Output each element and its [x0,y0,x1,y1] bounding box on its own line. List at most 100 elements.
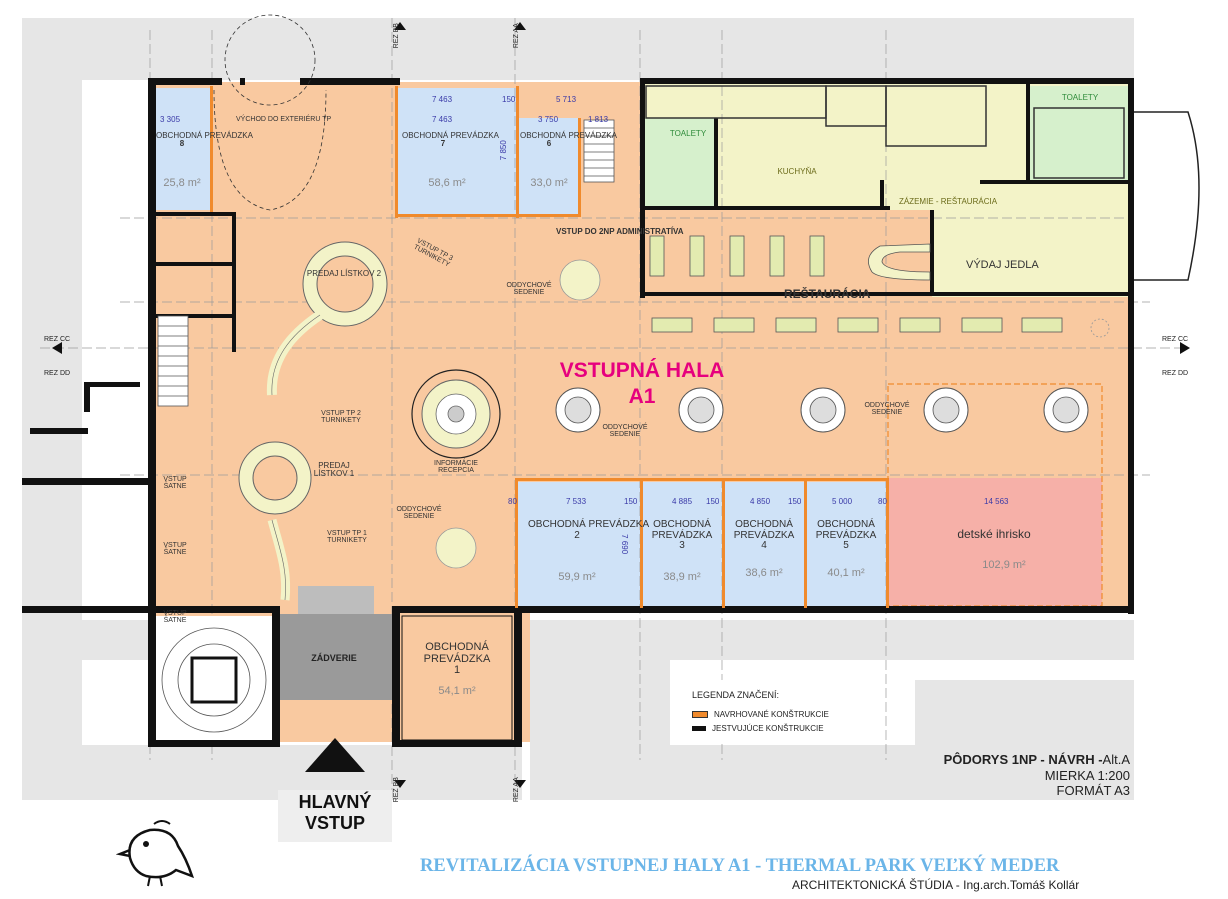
restaurant-tables [649,235,1063,333]
tickets1-label: PREDAJ LÍSTKOV 1 [313,461,355,479]
ticket-desk-2 [266,241,388,396]
turnstiles2-label: VSTUP TP 2 TURNIKETY [321,410,361,425]
turnstiles1-label: VSTUP TP 1 TURNIKETY [327,530,367,545]
shop6-area-label: 33,0 m² [530,177,568,189]
planters [555,387,1089,433]
corvinus-logo-icon [116,820,195,887]
cloak-label-3: VSTUP ŠATNE [163,610,187,625]
kitchen-partitions [645,85,1125,179]
dim-150-b: 150 [624,497,638,506]
legend-existing-swatch [692,726,706,731]
dim-150-d: 150 [788,497,802,506]
shop4-area-label: 38,6 m² [745,567,783,579]
serving-counter [868,243,931,281]
seating-label-4: ODDYCHOVÉ SEDENIE [396,506,442,521]
shop7-dim2: 7 463 [432,115,453,124]
shop3-dim: 4 885 [672,497,693,506]
vestibule-canopy [298,586,374,614]
legend-existing: JESTVUJÚCE KONŠTRUKCIE [692,724,824,733]
shop7-area-label: 58,6 m² [428,177,466,189]
dim-80-a: 80 [508,497,517,506]
cloak-label-2: VSTUP ŠATNE [163,542,187,557]
shop3-area [642,482,722,606]
section-dd-left: REZ DD [44,370,71,377]
toilets-left-area [642,118,714,210]
seating-label-1: ODDYCHOVÉ SEDENIE [506,282,552,297]
glazed-bay [1134,111,1200,281]
playground-area-label: 102,9 m² [982,559,1026,571]
shop7-dim: 7 463 [432,95,453,104]
restaurant-label: REŠTAURÁCIA [784,287,871,301]
legend-title: LEGENDA ZNAČENÍ: [692,690,780,700]
exterior-bottom-right [915,680,1134,800]
vestibule-area [278,614,392,700]
shop2-area [518,482,640,606]
exterior-top [22,18,1134,80]
toilets-right-area [1030,86,1128,181]
seating-label-2: ODDYCHOVÉ SEDENIE [602,424,648,439]
shop5-dim: 5 000 [832,497,853,506]
exterior-white [82,80,148,380]
main-entry-arrow [305,738,365,772]
staircase-2np [583,119,615,183]
hall-title: VSTUPNÁ HALA [559,359,725,382]
section-dd-right: REZ DD [1162,370,1189,377]
playground-area [888,478,1102,606]
cloak-label-1: VSTUP ŠATNE [163,476,187,491]
ticket-desk-1 [238,441,312,601]
dim-150-a: 150 [502,95,516,104]
shop6-dim2: 3 750 [538,115,559,124]
shop6-area [518,118,578,216]
exit-arc [213,14,327,211]
back-office-label: ZÁZEMIE - REŠTAURÁCIA [898,197,998,206]
shop4-area [724,482,804,606]
playground-label: detské ihrisko [957,527,1031,541]
shop2-dim: 7 533 [566,497,587,506]
exterior-left [22,80,82,800]
vestibule-label: ZÁDVERIE [311,653,357,663]
shop6-dim: 5 713 [556,95,577,104]
exterior-bottom-right2 [670,745,915,800]
dim-80-b: 80 [878,497,887,506]
shop2-area-label: 59,9 m² [558,571,596,583]
shop4-dim: 4 850 [750,497,771,506]
shop1-area [401,615,513,741]
section-aa-bottom: REZ AA [512,777,520,803]
section-markers [52,22,1190,788]
title-block: PÔDORYS 1NP - NÁVRH -Alt.A MIERKA 1:200 … [943,752,1130,799]
playground-dim: 14 563 [984,497,1009,506]
section-cc-right: REZ CC [1162,336,1189,343]
dim-1813: 1 813 [588,115,609,124]
shop5-area-label: 40,1 m² [827,567,865,579]
exterior-bottom-mid [530,660,670,800]
reception-desk [411,369,501,459]
shop8-dim: 3 305 [160,115,181,124]
section-aa-top: REZ AA [512,23,520,49]
exit-exterior-label: VÝCHOD DO EXTERIÉRU TP [236,116,332,123]
seating-circles [435,259,1110,569]
section-bb-bottom: REZ BB [392,777,400,803]
existing-walls [22,78,1134,747]
shop8-area-label: 25,8 m² [163,177,201,189]
hall-code: A1 [628,385,656,408]
legend-new: NAVRHOVANÉ KONŠTRUKCIE [692,710,829,719]
tickets2-label: PREDAJ LÍSTKOV 2 [306,269,382,278]
author-line: ARCHITEKTONICKÁ ŠTÚDIA - Ing.arch.Tomáš … [792,878,1080,892]
section-bb-top: REZ BB [392,23,400,49]
kitchen-label: KUCHYŇA [777,167,817,176]
legend-new-swatch [692,711,708,718]
legend [676,680,884,742]
toilets-left-label: TOALETY [669,129,707,138]
project-title: REVITALIZÁCIA VSTUPNEJ HALY A1 - THERMAL… [420,856,1060,876]
shop3-area-label: 38,9 m² [663,571,701,583]
staircase-left [157,315,189,407]
shop5-area [806,482,886,606]
shop8-area [152,88,210,210]
